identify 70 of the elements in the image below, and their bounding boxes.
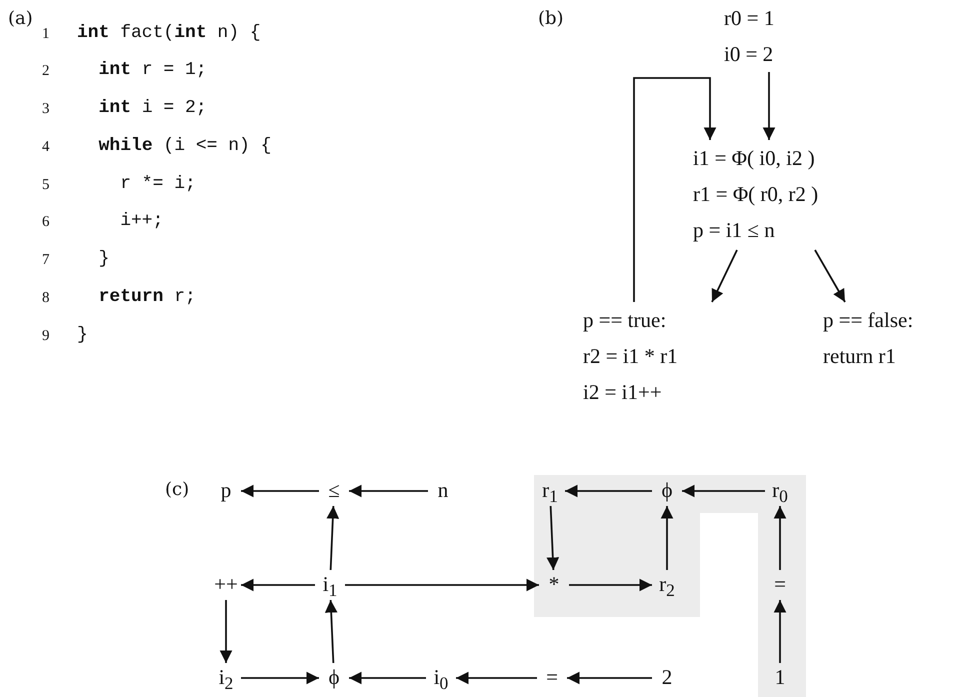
statement-text: r2 = i1 * r1	[583, 343, 679, 370]
arrow	[569, 578, 652, 592]
graph-node-label: p	[220, 477, 232, 504]
graph-node-label: i$_{1}$	[322, 571, 338, 602]
code-line: i++;	[119, 211, 164, 231]
statement-text: p == true:	[583, 307, 668, 334]
line-number: 5	[42, 177, 50, 194]
graph-node-label: =	[545, 664, 559, 691]
panel-label: (b)	[538, 8, 564, 29]
line-number: 4	[42, 139, 50, 156]
arrow	[660, 506, 674, 570]
arrow	[565, 484, 652, 498]
code-line: int i = 2;	[98, 98, 207, 118]
line-number: 1	[42, 26, 50, 43]
arrow	[774, 600, 786, 663]
graph-node-label: *	[548, 571, 560, 598]
line-number: 7	[42, 252, 50, 269]
line-number: 9	[42, 328, 50, 345]
arrow	[326, 506, 340, 570]
graph-node-label: r$_{1}$	[541, 477, 559, 508]
code-line: int fact(int n) {	[77, 23, 261, 43]
arrow	[349, 672, 426, 684]
arrow	[711, 250, 738, 302]
graph-node-label: 1	[774, 664, 786, 691]
arrow	[774, 506, 786, 570]
arrow	[349, 484, 428, 498]
statement-text: p = i1 ≤ n	[693, 217, 776, 244]
arrow	[220, 600, 232, 663]
statement-text: i2 = i1++	[583, 379, 663, 406]
graph-node-label: n	[436, 477, 450, 504]
graph-node-label: 2	[660, 664, 674, 691]
statement-text: return r1	[823, 343, 897, 370]
arrow	[682, 484, 765, 498]
arrow	[345, 578, 539, 592]
graph-node-label: ϕ	[327, 664, 341, 691]
graph-node-label: r$_{2}$	[658, 571, 676, 602]
line-number: 8	[42, 290, 50, 307]
statement-text: i0 = 2	[724, 41, 774, 68]
graph-node-label: =	[773, 571, 787, 598]
graph-node-label: i$_{2}$	[218, 664, 234, 696]
code-line: r *= i;	[119, 174, 196, 194]
line-number: 2	[42, 63, 50, 80]
line-number: 6	[42, 214, 50, 231]
line-number: 3	[42, 101, 50, 118]
code-line: int r = 1;	[98, 60, 207, 80]
graph-node-label: ++	[213, 571, 239, 598]
statement-text: r1 = Φ( r0, r2 )	[693, 181, 820, 208]
arrow	[546, 506, 560, 570]
statement-text: p == false:	[823, 307, 914, 334]
statement-text: r0 = 1	[724, 5, 776, 32]
statement-text: i1 = Φ( i0, i2 )	[693, 145, 816, 172]
code-line: }	[98, 249, 110, 269]
arrow	[814, 250, 846, 302]
arrow	[456, 672, 537, 684]
graph-node-label: ≤	[327, 477, 341, 504]
arrow	[241, 578, 315, 592]
arrow	[324, 600, 338, 664]
arrow	[633, 77, 716, 302]
graph-node-label: ϕ	[660, 477, 674, 504]
arrow	[241, 484, 319, 498]
code-line: }	[77, 325, 88, 345]
arrow	[241, 672, 319, 684]
code-line: while (i <= n) {	[98, 136, 272, 156]
graph-node-label: r$_{0}$	[771, 477, 789, 508]
panel-label: (c)	[165, 479, 190, 500]
graph-node-label: i$_{0}$	[432, 664, 450, 696]
panel-label: (a)	[8, 8, 33, 29]
arrow	[762, 72, 776, 140]
code-line: return r;	[98, 287, 196, 307]
arrow	[567, 672, 652, 684]
